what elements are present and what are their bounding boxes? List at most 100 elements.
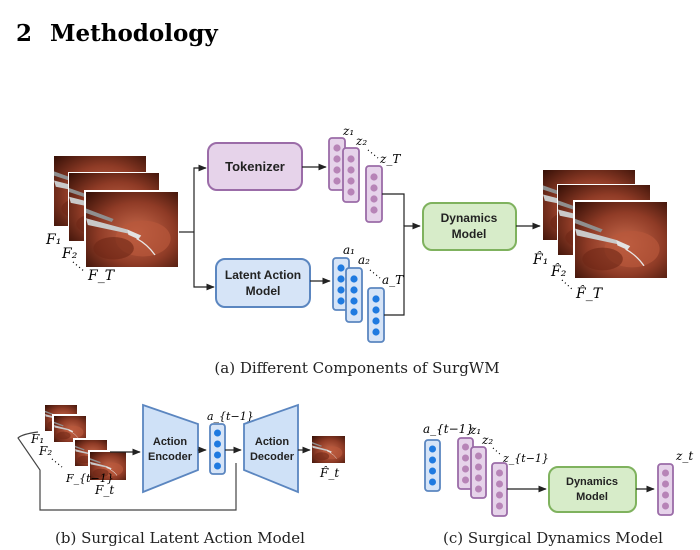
token-dot <box>475 485 482 493</box>
token-dot <box>496 491 503 499</box>
dm-label-zt: z_t <box>675 449 693 463</box>
dynamics-label-line1: Dynamics <box>441 211 498 225</box>
lam-label-F2: F₂ <box>38 444 52 458</box>
lam-label-line2: Model <box>246 284 281 298</box>
label-aT: a_T <box>382 273 404 287</box>
action-dot <box>372 328 380 336</box>
token-dot <box>662 469 669 477</box>
token-dot <box>662 480 669 488</box>
dm-label-zprev: z_{t−1} <box>502 452 549 465</box>
label-Fhat2: F̂₂ <box>550 262 567 280</box>
token-dot <box>333 144 341 152</box>
token-dot <box>462 476 469 484</box>
token-dot <box>333 177 341 185</box>
dm-label-line1: Dynamics <box>566 476 618 488</box>
dynamics-label-line2: Model <box>452 227 487 241</box>
lam-label-F1: F₁ <box>30 432 44 446</box>
encoder-label-line2: Encoder <box>148 451 193 463</box>
figure-b: F₁ F₂ F_{t−1} F_t Action Encoder a_{t−1}… <box>17 403 345 547</box>
actions-ellipsis <box>369 269 381 279</box>
token-dot <box>370 195 378 203</box>
input-frame-T <box>86 192 178 267</box>
token-dot <box>462 443 469 451</box>
token-dot <box>475 463 482 471</box>
arrow-to-lam <box>193 232 215 291</box>
tokens-to-dynamics-line <box>382 193 405 226</box>
action-column-a2 <box>345 267 363 323</box>
token-columns <box>328 137 383 223</box>
dm-label-aprev: a_{t−1} <box>423 422 474 436</box>
action-dot <box>337 297 345 305</box>
action-dot <box>429 467 436 475</box>
lam-label-Fhat: F̂_t <box>319 465 339 480</box>
lam-box <box>215 258 311 308</box>
dm-label-z1: z₁ <box>469 423 481 437</box>
dm-token-column-z2 <box>470 446 487 499</box>
figure-a: F₁ F₂ F_T Tokenizer z <box>45 124 669 377</box>
tokens-ellipsis <box>367 149 379 159</box>
token-dot <box>662 491 669 499</box>
action-decoder <box>243 403 299 494</box>
lam-label-Ft: F_t <box>94 483 114 497</box>
token-dot <box>462 465 469 473</box>
token-dot <box>496 502 503 510</box>
token-dot <box>333 155 341 163</box>
output-ellipsis <box>561 279 574 291</box>
action-dot <box>429 478 436 486</box>
output-frame-T <box>575 202 667 278</box>
action-dot <box>214 462 221 470</box>
decoder-label-line1: Action <box>255 436 290 448</box>
action-dot <box>214 451 221 459</box>
decoder-label-line2: Decoder <box>250 451 295 463</box>
action-dot <box>372 317 380 325</box>
lam-frames-ellipsis <box>51 458 63 468</box>
action-dot <box>372 295 380 303</box>
token-dot <box>347 155 355 163</box>
token-dot <box>347 166 355 174</box>
section-number: 2 <box>16 20 33 47</box>
token-dot <box>462 454 469 462</box>
action-dot <box>214 440 221 448</box>
action-dot <box>214 429 221 437</box>
input-frame-stack <box>53 155 179 268</box>
label-F2: F₂ <box>61 246 78 262</box>
action-dot <box>350 297 358 305</box>
figure-c: a_{t−1} z₁ z₂ z_{t−1} Dynamics Model z_t… <box>423 422 693 547</box>
lam-input-frames <box>45 405 128 482</box>
lam-output-frame <box>312 436 345 463</box>
lam-label-aprev: a_{t−1} <box>207 410 254 423</box>
arrow-to-tokenizer <box>193 164 207 232</box>
token-dot <box>496 480 503 488</box>
section-heading: 2 Methodology <box>16 20 218 47</box>
dm-action-column <box>424 439 441 492</box>
label-a2: a₂ <box>358 253 370 267</box>
token-dot <box>475 452 482 460</box>
dm-label-z2: z₂ <box>481 433 493 447</box>
caption-b: (b) Surgical Latent Action Model <box>55 529 305 547</box>
caption-a: (a) Different Components of SurgWM <box>214 359 499 377</box>
token-dot <box>370 184 378 192</box>
label-z1: z₁ <box>342 124 354 138</box>
action-dot <box>372 306 380 314</box>
dm-output-column <box>657 463 674 516</box>
caption-c: (c) Surgical Dynamics Model <box>443 529 663 547</box>
feedback-line <box>17 431 237 511</box>
token-dot <box>662 502 669 510</box>
token-dot <box>347 188 355 196</box>
action-dot <box>350 275 358 283</box>
action-encoder <box>142 403 199 494</box>
lam-label-line1: Latent Action <box>225 268 301 282</box>
dm-tokens-ellipsis <box>492 447 502 456</box>
lam-action-column <box>209 423 226 475</box>
label-FT: F_T <box>87 268 116 284</box>
token-dot <box>370 173 378 181</box>
action-columns <box>332 257 385 343</box>
tokenizer-label: Tokenizer <box>225 159 285 174</box>
action-dot <box>429 456 436 464</box>
action-dot <box>350 286 358 294</box>
token-dot <box>496 469 503 477</box>
frames-ellipsis <box>72 261 86 273</box>
output-frame-stack <box>543 170 669 280</box>
section-title: Methodology <box>50 20 218 47</box>
